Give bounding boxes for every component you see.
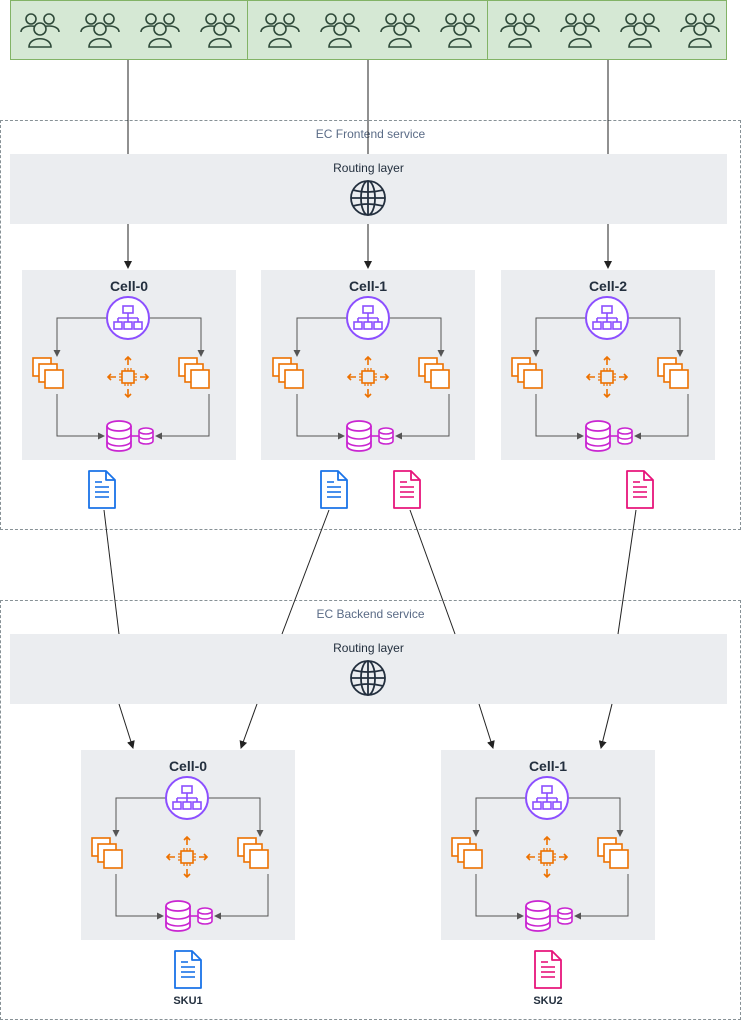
database-replica-icon xyxy=(197,907,213,925)
cell-connector xyxy=(208,797,264,837)
document-icon-sku2 xyxy=(393,470,421,509)
auto-scaling-icon xyxy=(346,355,390,399)
compute-instances-icon xyxy=(91,837,123,869)
cell-architecture xyxy=(272,296,450,452)
database-icon xyxy=(525,900,558,932)
database-replica-icon xyxy=(378,427,394,445)
sku2-label: SKU2 xyxy=(533,995,563,1007)
database-icon xyxy=(346,420,379,452)
users-group-divider xyxy=(247,1,248,59)
database-icon xyxy=(106,420,139,452)
cell-connector xyxy=(628,317,684,357)
cell-connector xyxy=(293,317,347,357)
auto-scaling-icon xyxy=(165,835,209,879)
load-balancer-icon xyxy=(106,296,150,340)
cell-connector xyxy=(115,874,164,920)
cell-connector xyxy=(532,317,586,357)
users-icon xyxy=(260,13,300,48)
compute-instances-icon xyxy=(451,837,483,869)
auto-scaling-icon xyxy=(585,355,629,399)
auto-scaling-icon xyxy=(106,355,150,399)
users-icon xyxy=(620,13,660,48)
database-replica-icon xyxy=(138,427,154,445)
globe-icon xyxy=(350,660,386,696)
load-balancer-icon xyxy=(585,296,629,340)
document-icon-sku1 xyxy=(88,470,116,509)
backend-routing-to-cell-line xyxy=(118,703,135,749)
load-balancer-icon xyxy=(346,296,390,340)
compute-instances-icon xyxy=(597,837,629,869)
cell-connector xyxy=(53,317,107,357)
database-replica-icon xyxy=(617,427,633,445)
database-icon xyxy=(165,900,198,932)
cell-architecture xyxy=(451,776,629,932)
doc-to-backend-line xyxy=(409,509,456,635)
load-balancer-icon xyxy=(165,776,209,820)
cell-architecture xyxy=(91,776,269,932)
compute-instances-icon xyxy=(237,837,269,869)
users-icon xyxy=(560,13,600,48)
backend-routing-to-cell-line xyxy=(598,703,613,749)
document-icon-sku2 xyxy=(534,950,562,989)
backend-service-label: EC Backend service xyxy=(316,607,425,621)
frontend-cell-1-label: Cell-1 xyxy=(348,278,388,294)
users-icon xyxy=(680,13,720,48)
frontend-service-label: EC Frontend service xyxy=(315,127,426,141)
document-icon-sku1 xyxy=(320,470,348,509)
frontend-cell-2-label: Cell-2 xyxy=(588,278,628,294)
cell-connector xyxy=(395,394,450,440)
cell-architecture xyxy=(511,296,689,452)
compute-instances-icon xyxy=(418,357,450,389)
database-replica-icon xyxy=(557,907,573,925)
backend-routing-label: Routing layer xyxy=(333,641,404,655)
cell-connector xyxy=(535,394,584,440)
compute-instances-icon xyxy=(32,357,64,389)
cell-connector xyxy=(389,317,445,357)
backend-routing-to-cell-line xyxy=(239,703,258,749)
users-icons xyxy=(20,13,720,48)
users-icon xyxy=(140,13,180,48)
cell-connector xyxy=(149,317,205,357)
compute-instances-icon xyxy=(178,357,210,389)
cell-connector xyxy=(56,394,105,440)
cell-connector xyxy=(112,797,166,837)
document-icon-sku1 xyxy=(174,950,202,989)
cell-connector xyxy=(568,797,624,837)
users-band xyxy=(10,0,727,60)
compute-instances-icon xyxy=(511,357,543,389)
users-icon xyxy=(440,13,480,48)
auto-scaling-icon xyxy=(525,835,569,879)
cell-connector xyxy=(214,874,269,920)
load-balancer-icon xyxy=(525,776,569,820)
users-icon xyxy=(200,13,240,48)
doc-to-backend-line xyxy=(281,509,330,635)
cell-architecture xyxy=(32,296,210,452)
cell-connector xyxy=(296,394,345,440)
users-icon xyxy=(320,13,360,48)
cell-connector xyxy=(475,874,524,920)
backend-cell-1-label: Cell-1 xyxy=(528,758,568,774)
document-icon-sku2 xyxy=(626,470,654,509)
users-icon xyxy=(20,13,60,48)
globe-icon xyxy=(350,180,386,216)
users-group-divider xyxy=(487,1,488,59)
frontend-cell-0-label: Cell-0 xyxy=(109,278,149,294)
users-icon xyxy=(80,13,120,48)
cell-connector xyxy=(155,394,210,440)
compute-instances-icon xyxy=(272,357,304,389)
users-icon xyxy=(500,13,540,48)
doc-to-backend-line xyxy=(103,509,120,635)
cell-connector xyxy=(634,394,689,440)
doc-to-backend-line xyxy=(617,509,637,635)
compute-instances-icon xyxy=(657,357,689,389)
cell-connector xyxy=(472,797,526,837)
backend-cell-0-label: Cell-0 xyxy=(168,758,208,774)
backend-routing-to-cell-line xyxy=(478,703,495,749)
database-icon xyxy=(585,420,618,452)
cell-connector xyxy=(574,874,629,920)
sku1-label: SKU1 xyxy=(173,995,203,1007)
users-icon xyxy=(380,13,420,48)
frontend-routing-label: Routing layer xyxy=(333,161,404,175)
